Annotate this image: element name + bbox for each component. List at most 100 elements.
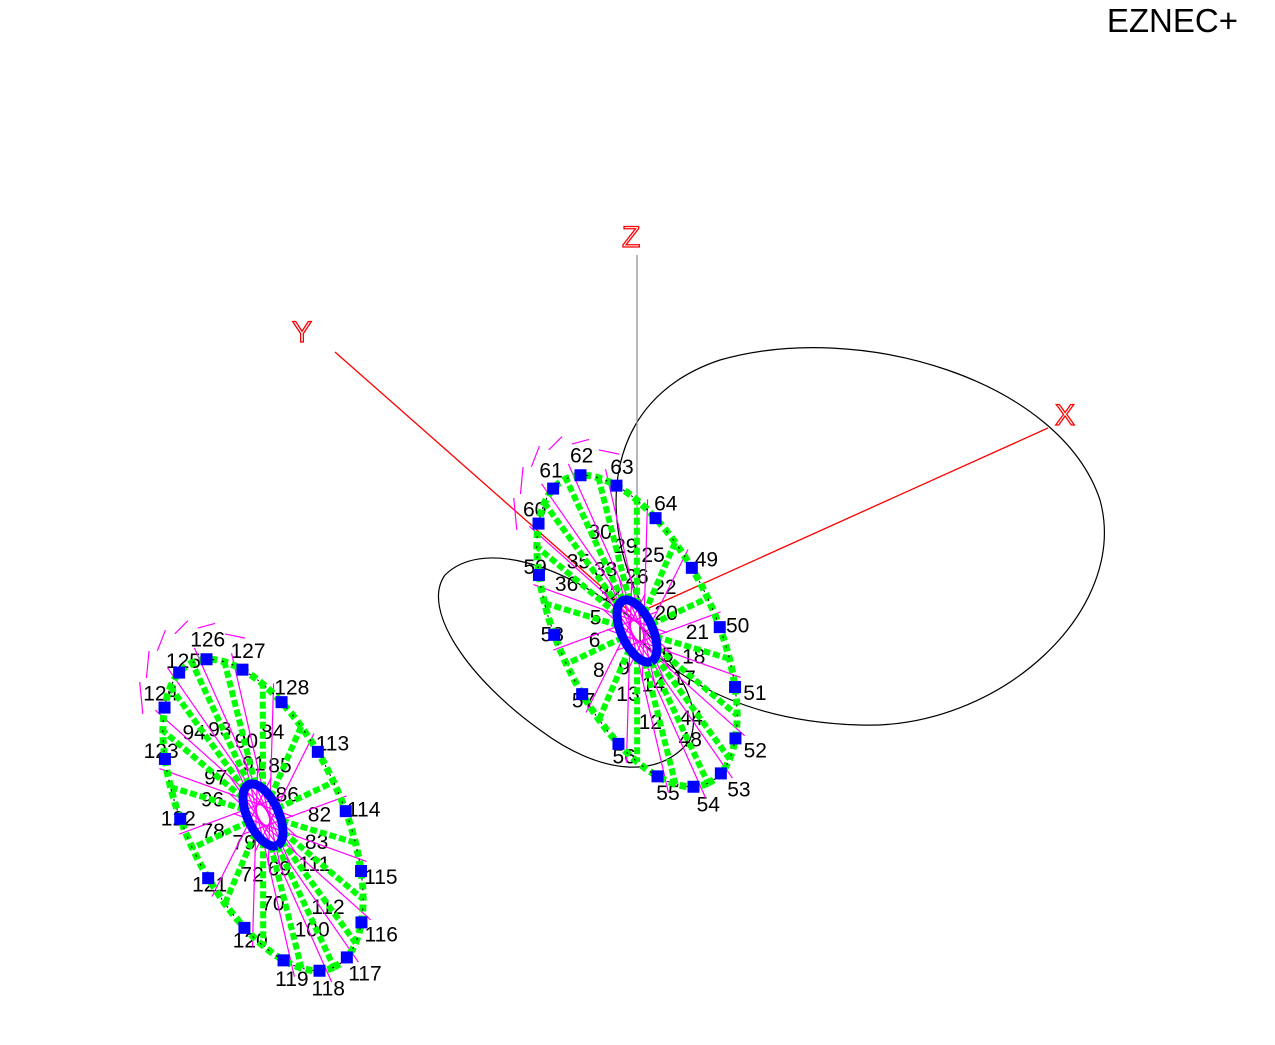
wire-spoke[interactable]	[279, 838, 359, 945]
segment-number-label: 82	[308, 803, 331, 826]
current-line	[533, 584, 668, 634]
wire-end-node[interactable]	[547, 482, 560, 495]
wire-number-label: 115	[364, 866, 397, 889]
wire-end-node[interactable]	[532, 568, 545, 581]
wire-end-node[interactable]	[355, 916, 368, 929]
wire-number-label: 62	[570, 445, 593, 468]
wire-end-node[interactable]	[313, 964, 326, 977]
axes: Z Y X	[291, 220, 1076, 613]
wire-spoke[interactable]	[160, 728, 245, 801]
wire-end-node[interactable]	[576, 688, 589, 701]
wire-end-node[interactable]	[714, 767, 727, 780]
current-line	[167, 667, 298, 855]
wire-number-label: 52	[744, 739, 767, 762]
wire-end-node[interactable]	[532, 517, 545, 530]
feed-ring[interactable]	[238, 779, 288, 851]
wire-spoke[interactable]	[654, 633, 731, 662]
wire-spoke[interactable]	[541, 501, 621, 608]
wire-end-node[interactable]	[687, 780, 700, 793]
current-line	[641, 499, 649, 681]
wire-end-node[interactable]	[340, 951, 353, 964]
wire-end-node[interactable]	[339, 805, 352, 818]
wire-number-label: 119	[275, 968, 308, 991]
wire-end-node[interactable]	[202, 872, 215, 885]
wire-end-node[interactable]	[236, 663, 249, 676]
wire-spoke[interactable]	[641, 660, 679, 786]
wire-loop[interactable]	[159, 655, 367, 975]
wire-end-node[interactable]	[649, 512, 662, 525]
segment-number-label: 35	[567, 551, 590, 574]
wire-end-node[interactable]	[238, 921, 251, 934]
x-axis	[639, 427, 1049, 613]
current-line	[232, 812, 367, 862]
wire-end-node[interactable]	[651, 770, 664, 783]
wire-spoke[interactable]	[222, 831, 259, 905]
wire-spoke[interactable]	[275, 779, 335, 812]
wire-loop[interactable]	[533, 471, 741, 791]
wire-end-node[interactable]	[729, 681, 742, 694]
wire-spoke[interactable]	[221, 660, 259, 786]
current-line	[224, 633, 246, 639]
wire-spoke[interactable]	[169, 784, 246, 813]
current-line	[197, 622, 216, 629]
current-line	[251, 765, 259, 947]
wire-number-label: 114	[347, 799, 381, 822]
wire-number-label: 50	[726, 615, 749, 638]
wire-spoke[interactable]	[267, 725, 304, 799]
current-line	[179, 794, 284, 835]
wire-spoke[interactable]	[534, 544, 619, 617]
current-line	[628, 549, 689, 669]
wire-spoke[interactable]	[596, 647, 633, 721]
current-line	[618, 576, 670, 793]
wire-end-node[interactable]	[174, 812, 187, 825]
wire-end-node[interactable]	[277, 954, 290, 967]
wire-end-node[interactable]	[275, 696, 288, 709]
wire-spoke[interactable]	[191, 818, 251, 851]
segment-number-label: 72	[240, 863, 263, 886]
wire-spoke[interactable]	[167, 685, 247, 792]
wire-end-node[interactable]	[612, 737, 625, 750]
current-line	[139, 681, 144, 714]
segment-number-label: 111	[298, 853, 330, 876]
wire-spoke[interactable]	[280, 817, 357, 846]
wire-spoke[interactable]	[281, 829, 366, 902]
wire-spoke[interactable]	[595, 476, 633, 602]
wire-end-node[interactable]	[158, 752, 171, 765]
wire-end-node[interactable]	[355, 865, 368, 878]
wire-end-node[interactable]	[311, 745, 324, 758]
wire-end-node[interactable]	[173, 666, 186, 679]
current-line	[604, 469, 656, 686]
wire-spoke[interactable]	[563, 477, 626, 602]
current-line	[530, 445, 541, 468]
wire-spoke[interactable]	[653, 654, 733, 761]
wire-spoke[interactable]	[543, 600, 620, 629]
current-line	[519, 466, 524, 495]
wire-spoke[interactable]	[648, 660, 711, 785]
wire-number-label: 54	[697, 793, 721, 816]
feed-ring[interactable]	[612, 595, 662, 667]
current-line	[159, 768, 294, 818]
wire-end-node[interactable]	[713, 621, 726, 634]
wire-spoke[interactable]	[267, 844, 305, 970]
segment-number-label: 30	[588, 521, 611, 544]
current-line	[513, 497, 518, 530]
wire-end-node[interactable]	[729, 732, 742, 745]
segment-number-label: 21	[686, 621, 709, 644]
wire-spoke[interactable]	[274, 844, 337, 969]
wire-spoke[interactable]	[649, 595, 709, 628]
wire-end-node[interactable]	[610, 479, 623, 492]
wire-end-node[interactable]	[574, 469, 587, 482]
wire-end-node[interactable]	[158, 701, 171, 714]
wire-end-node[interactable]	[200, 653, 213, 666]
wire-spoke[interactable]	[641, 541, 678, 615]
radiation-pattern	[437, 347, 1105, 768]
wire-spoke[interactable]	[189, 661, 252, 786]
wire-end-node[interactable]	[548, 628, 561, 641]
current-line	[606, 628, 741, 678]
current-line	[234, 763, 333, 983]
current-line	[567, 463, 666, 683]
wire-spoke[interactable]	[655, 645, 740, 718]
wire-spoke[interactable]	[565, 634, 625, 667]
wire-end-node[interactable]	[685, 561, 698, 574]
